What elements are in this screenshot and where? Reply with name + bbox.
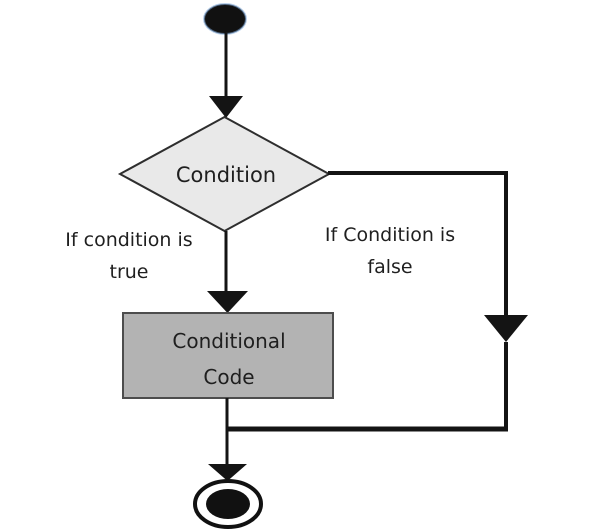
false-branch-label: If Condition is false: [324, 224, 456, 278]
true-branch-label: If condition is true: [65, 229, 193, 283]
arrowhead-into-end-icon: [208, 464, 247, 481]
arrowhead-into-box-icon: [207, 291, 248, 313]
arrowhead-into-condition-icon: [209, 96, 243, 118]
start-node: [203, 3, 247, 35]
arrowhead-false-mid-icon: [484, 315, 528, 342]
conditional-code-label: Conditional Code: [172, 329, 286, 389]
end-node-inner: [206, 489, 250, 519]
condition-node-label: Condition: [175, 163, 277, 187]
